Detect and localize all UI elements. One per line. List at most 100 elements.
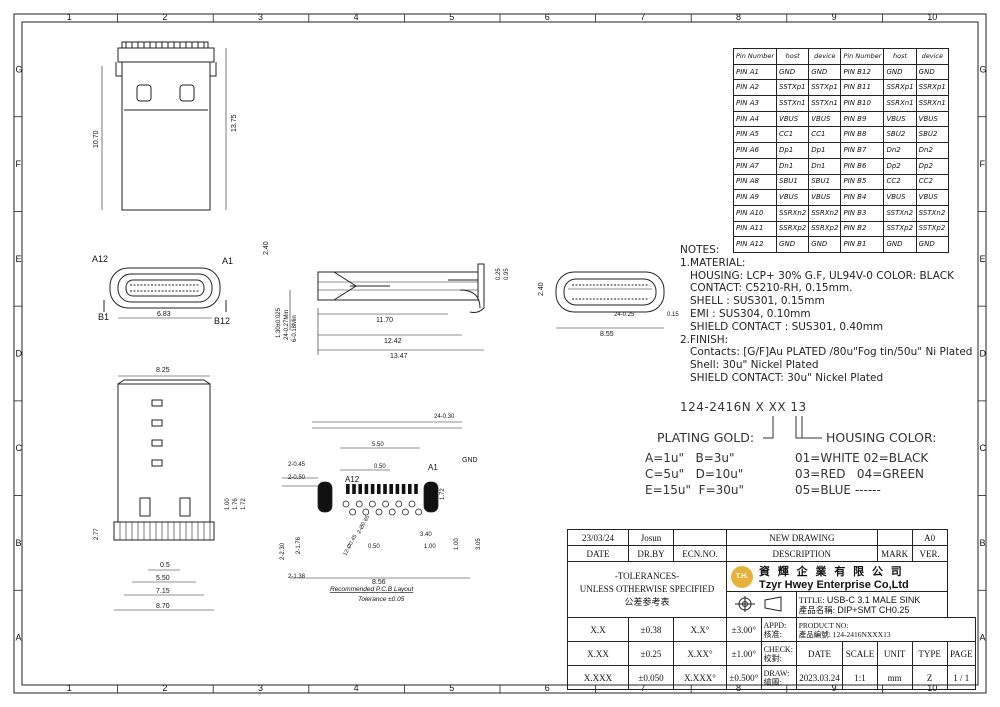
pin-table-header-cell: host bbox=[883, 48, 917, 65]
pcb-smt-pad bbox=[377, 484, 381, 494]
rev-ver: A0 bbox=[911, 529, 948, 546]
tolerance-cn: 公差参考表 bbox=[624, 597, 670, 607]
pin-table-cell: PIN B3 bbox=[840, 204, 885, 222]
pin-table-cell: SBU2 bbox=[915, 126, 949, 144]
front-view bbox=[103, 267, 227, 319]
pin-table-cell: VBUS bbox=[808, 110, 842, 128]
header-date: DATE bbox=[567, 545, 629, 562]
pin-table-cell: PIN A2 bbox=[732, 79, 778, 97]
housing-label: HOUSING COLOR: bbox=[826, 430, 937, 445]
pin-table-cell: PIN A4 bbox=[732, 110, 778, 128]
grid-row-label: F bbox=[980, 159, 986, 169]
pin-table-cell: SSTXp2 bbox=[883, 220, 917, 238]
pcb-dim-14: 0.50 bbox=[368, 544, 380, 550]
pin-table-cell: SSTXp2 bbox=[915, 220, 949, 238]
dim-bottom-4: 1.76 bbox=[233, 498, 239, 510]
pin-table-cell: PIN B4 bbox=[840, 189, 885, 206]
tolerance-cell: X.X bbox=[567, 617, 629, 642]
pcb-dim-10: 2-2.30 bbox=[280, 542, 286, 560]
pcb-smt-pad bbox=[389, 484, 393, 494]
grid-col-label: 2 bbox=[162, 12, 167, 22]
pin-table-cell: Dp1 bbox=[776, 142, 810, 159]
product-number-cell: PRODUCT NO:產品編號: 124-2416NXXX13 bbox=[795, 617, 977, 642]
signature-label: 繪圖: bbox=[763, 677, 782, 687]
pin-table-cell: SBU1 bbox=[776, 173, 810, 191]
pcb-dim-7: 2-0.50 bbox=[288, 475, 306, 481]
pin-table-cell: SSTXn2 bbox=[883, 204, 917, 222]
pcb-through-hole bbox=[395, 500, 403, 508]
product-no-label-cn: 產品編號: bbox=[798, 629, 831, 639]
pcb-through-hole bbox=[401, 508, 409, 516]
pcb-through-hole bbox=[362, 508, 370, 516]
pin-table-cell: SSRXn2 bbox=[808, 204, 842, 222]
pcb-dim-2: 5.50 bbox=[372, 442, 384, 448]
third-angle-projection-icon bbox=[735, 595, 782, 612]
pin-table-cell: SSTXn2 bbox=[915, 204, 949, 222]
pin-table-cell: PIN B12 bbox=[840, 63, 885, 81]
signature-label: CHECK: bbox=[763, 644, 793, 654]
pin-table-cell: SSRXp1 bbox=[915, 79, 949, 97]
header-drby: DR.BY bbox=[628, 545, 674, 562]
rev-mark bbox=[876, 529, 913, 546]
pin-table-cell: SSRXp1 bbox=[883, 79, 917, 97]
pin-table-cell: SSRXn1 bbox=[883, 95, 917, 112]
pcb-smt-pad bbox=[346, 484, 350, 494]
pcb-smt-pad bbox=[401, 484, 406, 494]
pcb-smt-pad bbox=[358, 484, 362, 494]
product-no-label: PRODUCT NO: bbox=[798, 620, 849, 630]
pin-table-cell: PIN A10 bbox=[732, 204, 778, 222]
header-mark: MARK bbox=[876, 545, 913, 562]
pin-table-cell: PIN A1 bbox=[732, 63, 778, 81]
header-ecn: ECN.NO. bbox=[673, 545, 727, 562]
pin-label-b12: B12 bbox=[214, 316, 230, 326]
rev-desc: NEW DRAWING bbox=[726, 529, 878, 546]
pcb-caption: Recommended P.C.B Layout bbox=[330, 586, 415, 593]
pin-table-cell: VBUS bbox=[808, 189, 842, 206]
pin-table-cell: SSRXn2 bbox=[776, 204, 810, 222]
pcb-through-hole bbox=[355, 500, 363, 508]
dim-bottom-2: 2.77 bbox=[94, 528, 100, 540]
dim-front-height: 2.40 bbox=[263, 241, 270, 255]
pin-assignment-table: Pin Number host device Pin Number host d… bbox=[732, 48, 949, 253]
tolerance-cell: ±0.050 bbox=[628, 665, 674, 690]
dim-side-3: 13.47 bbox=[390, 353, 408, 360]
pin-table-cell: SSRXp2 bbox=[808, 220, 842, 238]
dim-end-3: 0.15 bbox=[667, 312, 679, 318]
pin-table-cell: PIN A9 bbox=[732, 189, 778, 206]
pcb-dim-18: 2-1.38 bbox=[288, 574, 306, 580]
grid-col-label: 5 bbox=[449, 12, 454, 22]
pin-table-cell: PIN A6 bbox=[732, 142, 778, 159]
rev-date: 23/03/24 bbox=[567, 529, 629, 546]
pin-table-header-cell: device bbox=[915, 48, 949, 65]
dim-side-7: 0.25 bbox=[496, 268, 502, 280]
footer-header-cell: DATE bbox=[795, 641, 844, 666]
pin-table-cell: GND bbox=[776, 63, 810, 81]
dim-bottom-1: 8.25 bbox=[156, 367, 170, 374]
pcb-smt-pad bbox=[370, 484, 375, 494]
pin-table-cell: GND bbox=[808, 63, 842, 81]
grid-col-label: 8 bbox=[736, 12, 741, 22]
title-label: TITLE: bbox=[798, 594, 825, 605]
pin-table-cell: VBUS bbox=[883, 189, 917, 206]
pcb-smt-pad bbox=[352, 484, 356, 494]
grid-row-label: E bbox=[16, 254, 22, 264]
part-code-leaders bbox=[763, 416, 822, 439]
pcb-smt-pad bbox=[364, 484, 369, 494]
dim-front-width: 6.83 bbox=[157, 311, 171, 318]
pin-table-cell: SSRXp2 bbox=[776, 220, 810, 238]
pcb-smt-pad bbox=[395, 484, 400, 494]
footer-value-cell: 1 / 1 bbox=[946, 665, 977, 690]
grid-row-label: F bbox=[16, 159, 22, 169]
tolerance-cell: ±0.500° bbox=[726, 665, 762, 690]
tolerance-cell: X.XX bbox=[567, 641, 629, 666]
pcb-dim-3: A1 bbox=[428, 463, 438, 472]
grid-col-label: 1 bbox=[67, 683, 72, 693]
pcb-dim-16: 1.00 bbox=[454, 538, 460, 550]
